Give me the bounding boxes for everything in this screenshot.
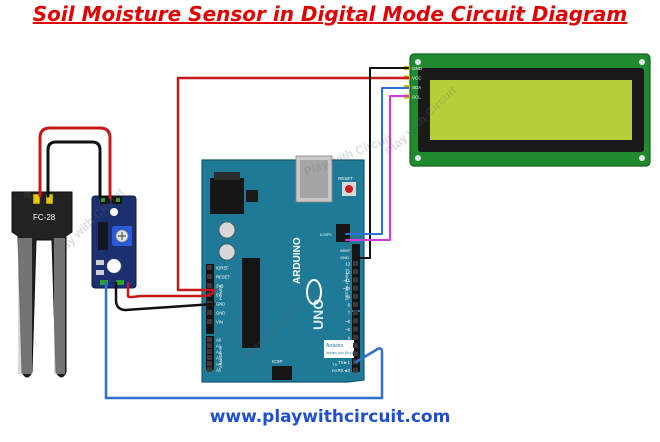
analog-pin-label: A1 (216, 344, 222, 349)
wire-probe-black (46, 140, 102, 200)
analog-pin-label: A5 (216, 368, 222, 373)
digital-pin-socket (353, 302, 358, 307)
lcd-pin-label: VCC (412, 76, 422, 81)
digital-pin-socket (353, 269, 358, 275)
digital-pin-socket (353, 351, 358, 357)
wire-d0-blue (104, 281, 384, 400)
analog-header: ANALOG IN (218, 346, 223, 368)
digital-pin-label: 8 (348, 303, 351, 308)
aref-label: AREF (340, 248, 351, 253)
analog-pin-socket (207, 343, 212, 348)
digital-pin-label: 13 (345, 262, 350, 267)
digital-pin-socket (353, 293, 358, 299)
digital-pin-socket (353, 310, 358, 316)
digital-pin-label: 2 (348, 352, 351, 357)
lcd-pin-label: SDA (412, 85, 421, 90)
lcd-module: GND VCC SDA SCL (404, 53, 651, 167)
analog-pin-socket (207, 367, 212, 372)
power-pin-label: IOREF (216, 266, 229, 271)
wire-5v-lcd (176, 76, 410, 292)
wire-gnd-black (114, 281, 216, 312)
digital-pin-socket (353, 261, 358, 266)
probe-label: FC-28 (33, 213, 56, 222)
power-pin-label: VIN (216, 320, 223, 325)
digital-pin-label: ~3 (345, 344, 350, 349)
digital-pin-label: ~11 (343, 278, 350, 283)
wire-probe-red (38, 126, 112, 200)
power-pin-label: 5V (216, 293, 221, 298)
power-pin-label: RESET (216, 275, 230, 280)
lcd-pin-label: GND (412, 66, 423, 71)
reset-label: RESET (338, 176, 353, 181)
digital-pin-socket (353, 334, 358, 340)
digital-pin-socket (353, 318, 358, 324)
wire-vcc-red (126, 281, 216, 299)
power-header: POWER (218, 285, 223, 300)
power-pin-label: 3V3 (216, 284, 224, 289)
power-pin-label: GND (216, 302, 225, 307)
website-footer: www.playwithcircuit.com (209, 407, 451, 427)
digital-pin-label: 4 (348, 335, 351, 340)
digital-pin-label: TX►1 (338, 360, 350, 365)
gnd-label: GND (340, 255, 349, 260)
digital-pin-socket (353, 367, 358, 373)
digital-pin-label: ~10 (343, 286, 351, 291)
analog-pin-label: A4 (216, 362, 222, 367)
soil-probe: FC-28 (11, 191, 73, 378)
sticker-sub: Arduino Uno (Rev3) (326, 351, 354, 355)
digital-pin-socket (353, 343, 358, 348)
analog-pin-socket (207, 349, 212, 354)
power-pin-socket (207, 274, 212, 279)
svg-text:A0 D0 GND VCC: A0 D0 GND VCC (95, 289, 126, 294)
tx-label: TX (332, 362, 337, 367)
analog-pin-socket (207, 361, 212, 366)
rx-label: RX (332, 368, 338, 373)
analog-pin-label: A3 (216, 356, 222, 361)
power-pin-socket (207, 310, 212, 315)
page-title: Soil Moisture Sensor in Digital Mode Cir… (32, 2, 628, 26)
analog-pin-socket (207, 337, 212, 342)
digital-pin-socket (353, 326, 358, 332)
digital-pin-socket (353, 277, 358, 283)
lcd-pin-label: SCL (412, 95, 421, 100)
power-pin-socket (207, 265, 212, 270)
sticker-title: Arduino (326, 343, 343, 349)
wires (38, 67, 410, 400)
wire-gnd-lcd (355, 67, 409, 259)
analog-pin-label: A0 (216, 338, 222, 343)
digital-pin-label: RX◄0 (338, 368, 351, 373)
analog-pin-socket (207, 355, 212, 360)
arduino-brand: ARDUINO (292, 237, 303, 284)
sensor-module: A0 D0 GND VCC (91, 195, 137, 294)
arduino-model: UNO (310, 299, 326, 330)
digital-pin-label: 12 (345, 270, 350, 275)
power-pin-socket (207, 283, 212, 288)
wire-sda (345, 87, 409, 235)
power-pin-socket (207, 319, 212, 324)
icsp-label: ICSP (272, 359, 283, 364)
digital-pin-label: ~9 (345, 294, 350, 299)
digital-pin-label: ~6 (345, 319, 350, 324)
digital-pin-socket (353, 285, 358, 291)
wire-scl (345, 95, 409, 241)
digital-pin-label: ~5 (345, 327, 350, 332)
arduino-uno-board: RESET ICSP2 ARDUINO UNO Arduino Arduino … (201, 155, 365, 383)
power-pin-label: GND (216, 311, 225, 316)
digital-header: DIGITAL (PWM~) (344, 268, 349, 300)
digital-pin-label: 7 (348, 311, 351, 316)
analog-pin-label: A2 (216, 350, 222, 355)
icsp2-label: ICSP2 (320, 232, 332, 237)
